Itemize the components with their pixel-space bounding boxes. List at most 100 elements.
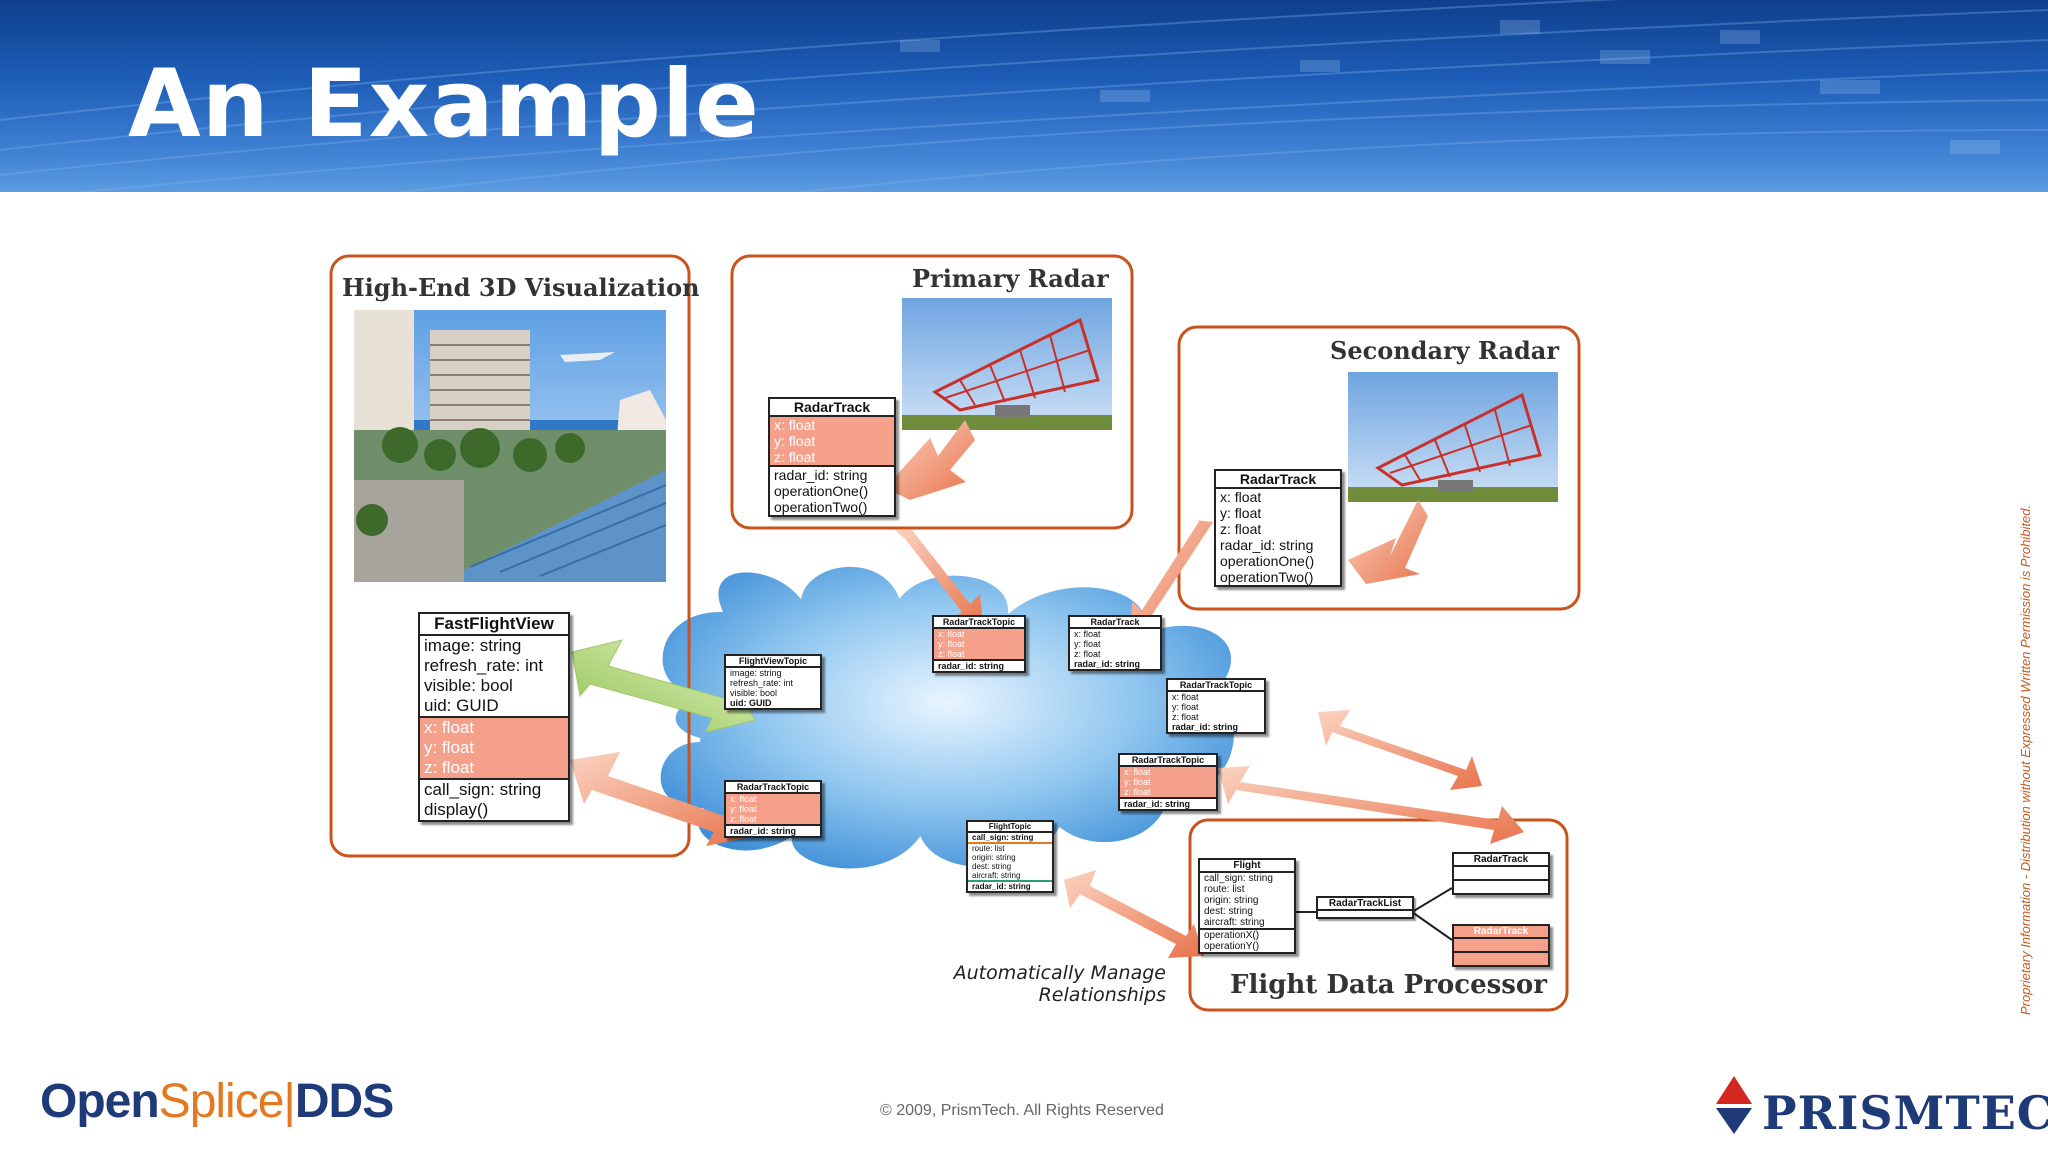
class-primary-radartrack: RadarTrack x: float y: float z: float ra…	[768, 397, 896, 517]
arrow-orange-fdp-1	[1318, 710, 1482, 790]
class-attribute: z: float	[730, 814, 757, 824]
class-attribute: route: list	[972, 844, 1005, 853]
class-flight: Flight call_sign: string route: list ori…	[1198, 858, 1296, 954]
class-attribute: x: float	[774, 417, 816, 433]
class-attribute: image: string	[730, 668, 782, 678]
banner-pattern	[0, 0, 2048, 192]
class-attribute: y: float	[730, 804, 757, 814]
class-key: radar_id: string	[1074, 659, 1141, 669]
prismtech-logo: PRISMTECH	[1762, 1086, 2048, 1140]
class-attribute: y: float	[774, 433, 816, 449]
class-attribute: x: float	[424, 718, 475, 737]
class-attribute: route: list	[1204, 884, 1245, 895]
class-attribute: y: float	[424, 738, 475, 757]
class-operation: operationTwo()	[1220, 569, 1314, 585]
class-attribute: dest: string	[972, 862, 1012, 871]
group-frame-fdp	[1188, 818, 1569, 1012]
class-radartracktopic-right: RadarTrackTopic x: float y: float z: flo…	[1166, 678, 1266, 734]
class-name: Flight	[1200, 860, 1294, 873]
arrow-green-visualization	[571, 639, 756, 733]
proprietary-notice: Proprietary Information - Distribution w…	[2018, 504, 2033, 1015]
prismtech-logo-icon	[1716, 1076, 1752, 1134]
class-name: RadarTrack	[770, 399, 894, 417]
class-attribute: uid: GUID	[424, 696, 499, 715]
class-attribute: y: float	[1220, 505, 1262, 521]
class-attribute: visible: bool	[730, 688, 778, 698]
class-attribute: x: float	[1172, 692, 1199, 702]
group-label-primary-radar: Primary Radar	[912, 264, 1109, 293]
class-radartracktopic-top: RadarTrackTopic x: float y: float z: flo…	[932, 615, 1026, 673]
class-key: radar_id: string	[1172, 722, 1239, 732]
class-name: FastFlightView	[420, 614, 568, 636]
class-attribute: radar_id: string	[1220, 537, 1314, 553]
class-fastflightview: FastFlightView image: string refresh_rat…	[418, 612, 570, 822]
primary-radar-image	[902, 298, 1112, 430]
slide-title: An Example	[128, 50, 760, 159]
copyright: © 2009, PrismTech. All Rights Reserved	[880, 1102, 1164, 1119]
city-visualization-image	[354, 310, 667, 582]
arrow-orange-fdp-3	[1064, 870, 1204, 958]
class-key: radar_id: string	[968, 880, 1052, 891]
group-frame-secondary-radar	[1177, 325, 1581, 611]
class-key: radar_id: string	[938, 661, 1005, 671]
class-attribute: y: float	[1124, 777, 1151, 787]
class-attribute: y: float	[1074, 639, 1101, 649]
class-fdp-radartrack-2: RadarTrack	[1452, 924, 1550, 967]
class-attribute: z: float	[1124, 787, 1151, 797]
class-attribute: z: float	[1074, 649, 1101, 659]
class-name: RadarTrackTopic	[1168, 680, 1264, 692]
class-attribute: refresh_rate: int	[424, 656, 544, 675]
class-attribute: radar_id: string	[774, 467, 868, 483]
class-name: RadarTrack	[1216, 471, 1340, 489]
class-attribute: z: float	[1220, 521, 1262, 537]
class-key: uid: GUID	[730, 698, 772, 708]
class-flightviewtopic: FlightViewTopic image: string refresh_ra…	[724, 654, 822, 710]
class-attribute: z: float	[424, 758, 475, 777]
arrow-orange-fdp-2	[1218, 766, 1524, 844]
class-attribute: z: float	[1172, 712, 1199, 722]
fdp-connectors	[1294, 887, 1453, 941]
logo-text: Splice	[158, 1075, 285, 1128]
opensplice-dds-logo: OpenSplice|DDS	[40, 1074, 394, 1129]
class-fdp-radartrack-1: RadarTrack	[1452, 852, 1550, 895]
class-name: RadarTrack	[1454, 854, 1548, 867]
class-name: FlightTopic	[968, 822, 1052, 833]
relationship-caption: Automatically Manage Relationships	[950, 962, 1166, 1006]
class-flighttopic: FlightTopic call_sign: string route: lis…	[966, 820, 1054, 893]
class-attribute: aircraft: string	[1204, 917, 1265, 928]
class-key: radar_id: string	[730, 826, 797, 836]
class-attribute: x: float	[1220, 489, 1262, 505]
caption-line: Automatically Manage	[953, 962, 1166, 984]
logo-text: DDS	[294, 1075, 394, 1128]
arrow-orange-visualization	[570, 752, 756, 846]
class-operation: operationTwo()	[774, 499, 868, 515]
group-frame-visualization	[329, 254, 691, 858]
logo-text: |	[283, 1075, 296, 1128]
class-operation: operationOne()	[774, 483, 869, 499]
class-attribute: image: string	[424, 636, 522, 655]
class-name: FlightViewTopic	[726, 656, 820, 668]
class-operation: operationY()	[1204, 941, 1260, 952]
class-secondary-radartrack: RadarTrack x: float y: float z: float ra…	[1214, 469, 1342, 587]
class-name: RadarTrackTopic	[726, 782, 820, 794]
group-frame-primary-radar	[730, 254, 1134, 530]
caption-line: Relationships	[1038, 984, 1166, 1006]
arrow-orange-secondary-radar	[1130, 500, 1428, 640]
class-attribute: origin: string	[1204, 895, 1259, 906]
class-radartracktopic-left: RadarTrackTopic x: float y: float z: flo…	[724, 780, 822, 838]
class-attribute: x: float	[938, 629, 965, 639]
class-operation: operationX()	[1204, 930, 1260, 941]
class-attribute: aircraft: string	[972, 871, 1021, 880]
class-attribute: z: float	[774, 449, 816, 465]
group-label-secondary-radar: Secondary Radar	[1330, 336, 1559, 365]
class-attribute: refresh_rate: int	[730, 678, 794, 688]
class-attribute: origin: string	[972, 853, 1016, 862]
class-radartrack-cloud: RadarTrack x: float y: float z: float ra…	[1068, 615, 1162, 671]
class-operation: operationOne()	[1220, 553, 1315, 569]
class-name: RadarTrackTopic	[934, 617, 1024, 629]
class-name: RadarTrack	[1070, 617, 1160, 629]
class-operation: display()	[424, 800, 489, 819]
class-key: radar_id: string	[1124, 799, 1191, 809]
arrow-orange-primary-radar	[885, 420, 983, 626]
class-attribute: y: float	[1172, 702, 1199, 712]
